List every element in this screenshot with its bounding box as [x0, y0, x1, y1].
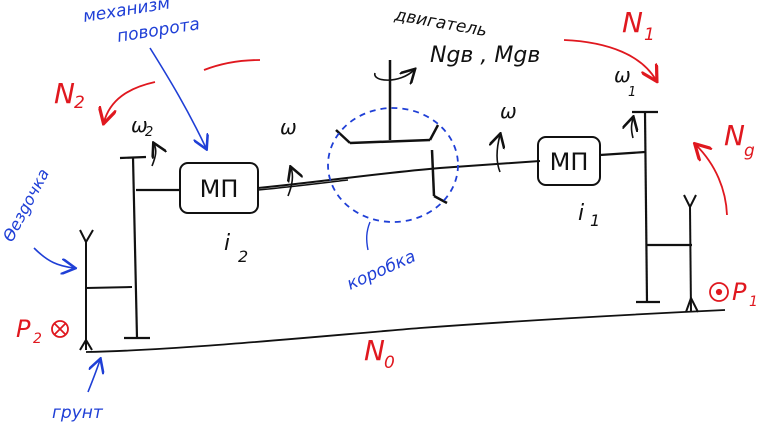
engine-rotation-arrow: [374, 70, 414, 80]
gearbox-outline: [327, 107, 459, 223]
gearbox-label: коробка: [344, 247, 419, 295]
left-drive-wheel: [119, 155, 180, 340]
P2-sub: 2: [33, 331, 42, 347]
ground-arrow: [87, 360, 100, 393]
ground-line: [85, 309, 726, 353]
P2-symbol: [51, 320, 69, 338]
omega1-label: ω: [614, 63, 631, 87]
N2-arrow: [104, 81, 156, 122]
omega-left-arrow: [288, 168, 292, 197]
turn-mechanism-arrow: [149, 47, 206, 148]
omega-right-label: ω: [500, 99, 517, 123]
right-mp-box: [537, 136, 601, 186]
N0-label: N: [364, 334, 385, 367]
gearbox-gears: [335, 60, 448, 205]
right-mp-label: МП: [550, 148, 589, 176]
i2-label: i: [224, 231, 230, 256]
N2-top-stroke: [203, 59, 261, 71]
right-drive-wheel: [599, 110, 692, 304]
Ng-label: N: [724, 119, 745, 152]
i1-label: i: [578, 201, 584, 226]
omega-right-arrow: [497, 135, 500, 173]
P1-symbol: [709, 282, 729, 302]
P1-sub: 1: [749, 294, 758, 310]
engine-values: Ngв , Mgв: [430, 43, 540, 68]
P2-label: P: [16, 315, 31, 343]
N2-label: N: [54, 77, 75, 110]
left-sprocket: [79, 229, 133, 351]
i1-sub: 1: [590, 211, 600, 230]
left-mp-label: МП: [200, 175, 239, 203]
N0-sub: 0: [384, 353, 395, 373]
ground-label: грунт: [52, 403, 104, 423]
main-shaft-lower: [257, 179, 349, 191]
Ng-arrow: [696, 145, 728, 216]
right-sprocket: [683, 194, 699, 313]
engine-label: двигатель: [392, 5, 488, 41]
N1-label: N: [622, 6, 643, 39]
N1-sub: 1: [644, 25, 655, 45]
omega-left-label: ω: [280, 115, 297, 139]
hitch-label: Ѳезgочка: [0, 165, 53, 244]
omega1-sub: 1: [628, 85, 636, 100]
gearbox-arrow: [365, 221, 371, 251]
omega1-arrow: [632, 118, 634, 139]
omega2-label: ω: [131, 113, 148, 137]
N2-sub: 2: [74, 93, 85, 113]
P1-label: P: [732, 278, 747, 306]
i2-sub: 2: [238, 247, 248, 266]
hitch-arrow: [33, 247, 74, 268]
omega2-arrow: [151, 144, 156, 167]
omega2-sub: 2: [145, 125, 153, 140]
N1-arrow: [563, 39, 656, 80]
Ng-sub: g: [744, 141, 755, 161]
